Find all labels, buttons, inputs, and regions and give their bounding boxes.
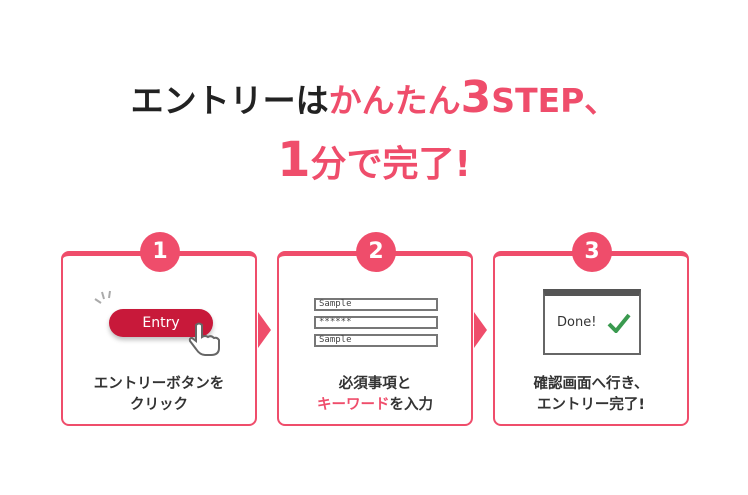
step2-caption-keyword: キーワード [317,397,390,413]
done-text: Done! [557,315,597,330]
headline-minute-count: 1 [277,132,311,188]
step-number-1: 1 [140,232,180,272]
step-number-2: 2 [356,232,396,272]
pointer-hand-icon [188,322,220,356]
sample-field: Sample [314,334,438,347]
headline-suffix: STEP、 [491,81,618,120]
headline-pink: かんたん [328,81,461,120]
step2-caption-line1: 必須事項と [338,376,412,392]
click-burst-icon [94,290,111,304]
step1-caption-line2: クリック [130,397,188,413]
step-number-3: 3 [572,232,612,272]
step-arrow-icon [474,312,487,348]
checkmark-icon [607,313,631,333]
headline-step-count: 3 [460,72,492,123]
step-card-1: 1 Entry エントリーボタンをクリック [61,232,257,426]
sample-field: Sample [314,298,438,311]
step-card-2: 2 Sample ****** Sample 必須事項とキーワードを入力 [277,232,473,426]
step-card-3: 3 Done! 確認画面へ行き、エントリー完了! [493,232,689,426]
step1-caption-line1: エントリーボタンを [93,376,225,392]
headline-line1: エントリーはかんたん3STEP、 [0,72,748,123]
done-window-illustration: Done! [543,289,641,355]
step-arrow-icon [258,312,271,348]
step2-caption-suffix: を入力 [389,397,434,413]
password-field: ****** [314,316,438,329]
step3-caption-line1: 確認画面へ行き、 [533,376,649,392]
step3-caption-line2: エントリー完了! [536,397,646,413]
entry-button-illustration: Entry [109,309,213,337]
headline-prefix: エントリーは [130,81,329,120]
headline-line2: 1分で完了! [0,132,748,188]
headline-line2-text: 分で完了! [310,144,471,185]
